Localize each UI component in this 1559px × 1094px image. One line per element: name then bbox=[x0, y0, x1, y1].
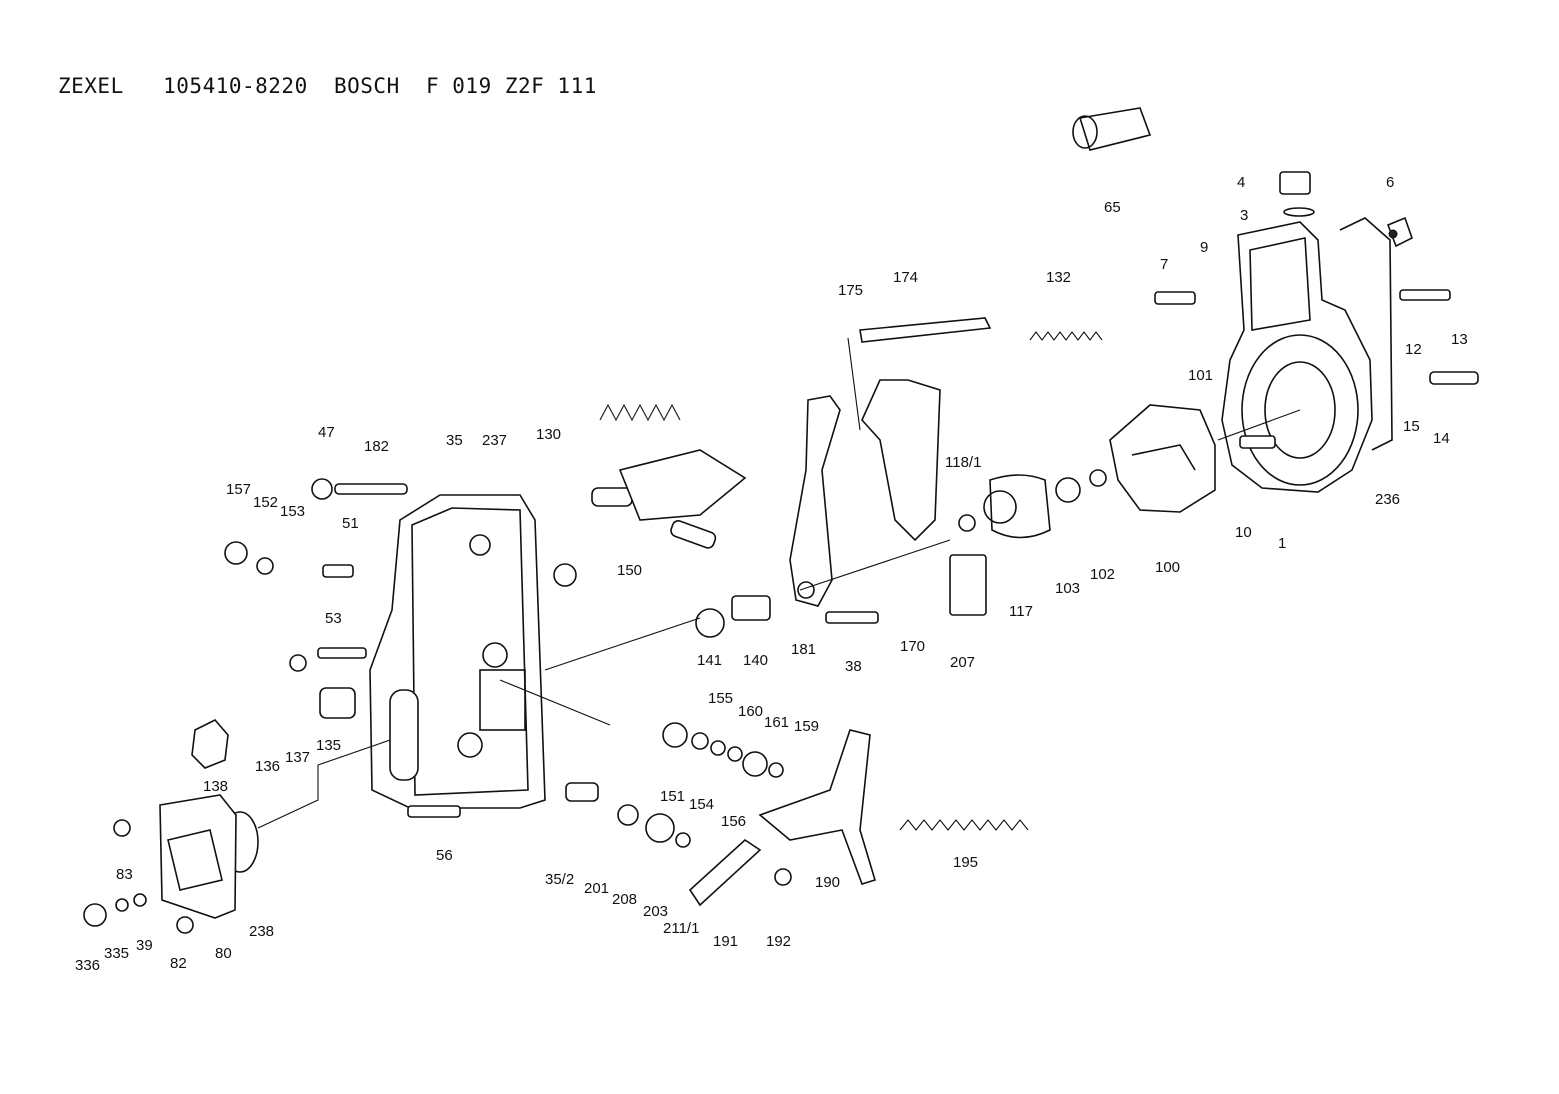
part-label: 140 bbox=[743, 652, 768, 669]
part-label: 14 bbox=[1433, 430, 1450, 447]
part-label: 39 bbox=[136, 937, 153, 954]
part-label: 175 bbox=[838, 282, 863, 299]
part-label: 100 bbox=[1155, 559, 1180, 576]
part-label: 65 bbox=[1104, 199, 1121, 216]
part-label: 181 bbox=[791, 641, 816, 658]
part-label: 182 bbox=[364, 438, 389, 455]
part-label: 130 bbox=[536, 426, 561, 443]
part-label: 35 bbox=[446, 432, 463, 449]
part-label: 117 bbox=[1009, 603, 1033, 620]
part-label: 15 bbox=[1403, 418, 1420, 435]
part-label: 151 bbox=[660, 788, 685, 805]
part-label: 335 bbox=[104, 945, 129, 962]
part-label: 132 bbox=[1046, 269, 1071, 286]
part-label: 192 bbox=[766, 933, 791, 950]
part-label: 7 bbox=[1160, 256, 1168, 273]
part-label: 35/2 bbox=[545, 871, 574, 888]
part-label: 82 bbox=[170, 955, 187, 972]
part-label: 195 bbox=[953, 854, 978, 871]
governor-cover-drawing bbox=[369, 494, 546, 809]
part-label: 155 bbox=[708, 690, 733, 707]
part-label: 53 bbox=[325, 610, 342, 627]
part-label: 207 bbox=[950, 654, 975, 671]
part-label: 156 bbox=[721, 813, 746, 830]
part-label: 101 bbox=[1188, 367, 1213, 384]
part-label: 157 bbox=[226, 481, 251, 498]
part-label: 152 bbox=[253, 494, 278, 511]
part-label: 170 bbox=[900, 638, 925, 655]
part-label: 6 bbox=[1386, 174, 1394, 191]
part-label: 1 bbox=[1278, 535, 1286, 552]
part-label: 135 bbox=[316, 737, 341, 754]
governor-lever-drawing bbox=[789, 317, 992, 616]
part-label: 150 bbox=[617, 562, 642, 579]
part-label: 154 bbox=[689, 796, 714, 813]
part-label: 138 bbox=[203, 778, 228, 795]
part-label: 238 bbox=[249, 923, 274, 940]
part-label: 203 bbox=[643, 903, 668, 920]
part-label: 103 bbox=[1055, 580, 1080, 597]
part-label: 137 bbox=[285, 749, 310, 766]
part-label: 13 bbox=[1451, 331, 1468, 348]
part-label: 10 bbox=[1235, 524, 1252, 541]
part-label: 191 bbox=[713, 933, 738, 950]
part-label: 9 bbox=[1200, 239, 1208, 256]
part-label: 136 bbox=[255, 758, 280, 775]
part-label: 102 bbox=[1090, 566, 1115, 583]
part-label: 141 bbox=[697, 652, 722, 669]
part-label: 336 bbox=[75, 957, 100, 974]
part-label: 208 bbox=[612, 891, 637, 908]
part-label: 236 bbox=[1375, 491, 1400, 508]
part-label: 174 bbox=[893, 269, 918, 286]
part-label: 80 bbox=[215, 945, 232, 962]
page-title: ZEXEL 105410-8220 BOSCH F 019 Z2F 111 bbox=[58, 74, 597, 98]
part-label: 159 bbox=[794, 718, 819, 735]
part-label: 3 bbox=[1240, 207, 1248, 224]
part-label: 237 bbox=[482, 432, 507, 449]
small-parts-drawing bbox=[83, 107, 1479, 934]
part-label: 38 bbox=[845, 658, 862, 675]
part-label: 56 bbox=[436, 847, 453, 864]
part-label: 153 bbox=[280, 503, 305, 520]
part-label: 201 bbox=[584, 880, 609, 897]
part-label: 83 bbox=[116, 866, 133, 883]
part-label: 12 bbox=[1405, 341, 1422, 358]
part-label: 4 bbox=[1237, 174, 1245, 191]
part-label: 47 bbox=[318, 424, 335, 441]
part-label: 161 bbox=[764, 714, 789, 731]
part-label: 51 bbox=[342, 515, 359, 532]
part-label: 160 bbox=[738, 703, 763, 720]
part-label: 190 bbox=[815, 874, 840, 891]
flyweight-assembly-drawing bbox=[958, 404, 1216, 539]
part-label: 211/1 bbox=[663, 920, 699, 937]
part-labels: 65 4 3 6 7 9 13 12 14 15 101 10 1 236 10… bbox=[75, 174, 1468, 974]
part-label: 118/1 bbox=[945, 454, 981, 471]
